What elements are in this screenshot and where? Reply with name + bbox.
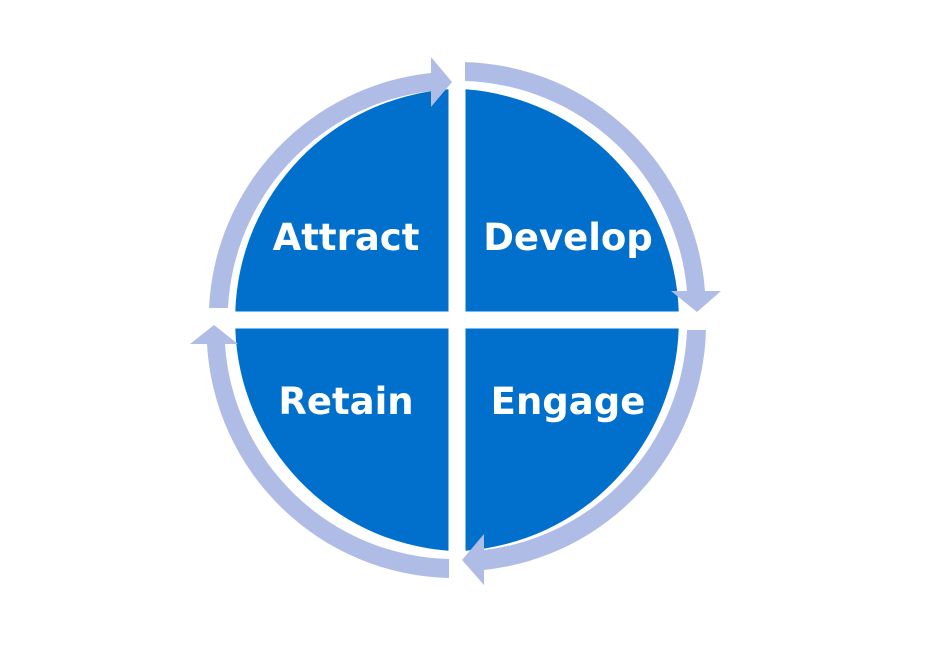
label-retain: Retain xyxy=(278,380,413,423)
label-engage: Engage xyxy=(491,380,646,423)
arrow-attract-to-develop xyxy=(209,57,452,308)
quadrant-develop xyxy=(465,89,679,312)
arrow-retain-to-attract xyxy=(190,325,449,578)
quadrant-engage xyxy=(465,328,679,551)
label-develop: Develop xyxy=(483,216,653,259)
quadrant-retain xyxy=(235,328,449,551)
quadrant-attract xyxy=(235,89,449,312)
arrow-engage-to-retain xyxy=(462,330,706,585)
arrow-develop-to-engage xyxy=(465,62,721,312)
label-attract: Attract xyxy=(273,216,420,259)
